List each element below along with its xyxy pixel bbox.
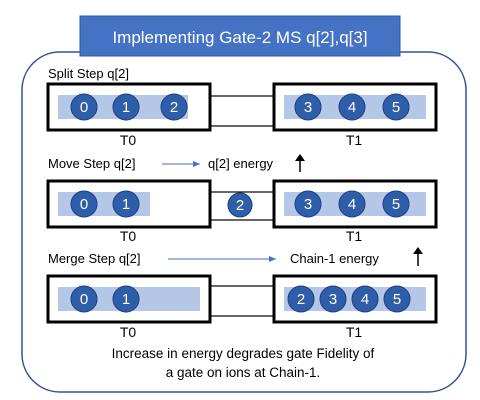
transport-ion: 2 [227,192,253,218]
step-2-label: Move Step q[2] [48,156,135,171]
footer-line-2: a gate on ions at Chain-1. [166,365,321,380]
footer-line-1: Increase in energy degrades gate Fidelit… [112,346,375,361]
step-3-transport-channel [209,285,275,317]
step-1-trap-t1-label: T1 [346,132,363,148]
ion: 5 [382,190,410,218]
ion: 5 [383,285,411,313]
ion: 4 [338,93,366,121]
svg-text:1: 1 [122,291,130,308]
step-1-transport-channel [209,95,275,127]
ion: 0 [70,285,98,313]
step-2-effect: q[2] energy [208,156,274,171]
step-2-trap-t0-label: T0 [120,228,137,244]
svg-text:5: 5 [393,291,401,308]
header-banner [79,15,401,57]
ion: 1 [112,93,140,121]
step-2-trap-t1-label: T1 [346,228,363,244]
ion: 2 [287,285,315,313]
svg-text:3: 3 [329,291,337,308]
step-3-trap-t1-label: T1 [346,324,363,340]
step-1-trap-t0-label: T0 [120,132,137,148]
svg-text:4: 4 [361,291,369,308]
step-3-trap-t0-label: T0 [120,324,137,340]
header-title: Implementing Gate-2 MS q[2],q[3] [112,28,367,47]
svg-text:2: 2 [236,197,244,214]
svg-text:4: 4 [348,99,356,116]
svg-text:1: 1 [122,196,130,213]
ion: 4 [351,285,379,313]
svg-text:2: 2 [170,99,178,116]
energy-up-arrow [295,154,305,172]
svg-text:0: 0 [80,291,88,308]
svg-text:2: 2 [297,291,305,308]
ion: 4 [338,190,366,218]
ion: 2 [160,93,188,121]
ion: 3 [319,285,347,313]
ion: 0 [70,190,98,218]
svg-text:0: 0 [80,196,88,213]
step-1-label: Split Step q[2] [48,66,129,81]
svg-text:0: 0 [80,99,88,116]
ion: 1 [112,285,140,313]
svg-text:4: 4 [348,196,356,213]
svg-text:3: 3 [304,196,312,213]
svg-text:5: 5 [392,196,400,213]
svg-text:1: 1 [122,99,130,116]
svg-text:5: 5 [392,99,400,116]
energy-up-arrow [413,247,423,266]
step-3-label: Merge Step q[2] [48,251,141,266]
ion: 3 [294,93,322,121]
step-3-effect: Chain-1 energy [290,251,379,266]
ion: 0 [70,93,98,121]
ion: 3 [294,190,322,218]
ion: 1 [112,190,140,218]
svg-text:3: 3 [304,99,312,116]
ion: 5 [382,93,410,121]
